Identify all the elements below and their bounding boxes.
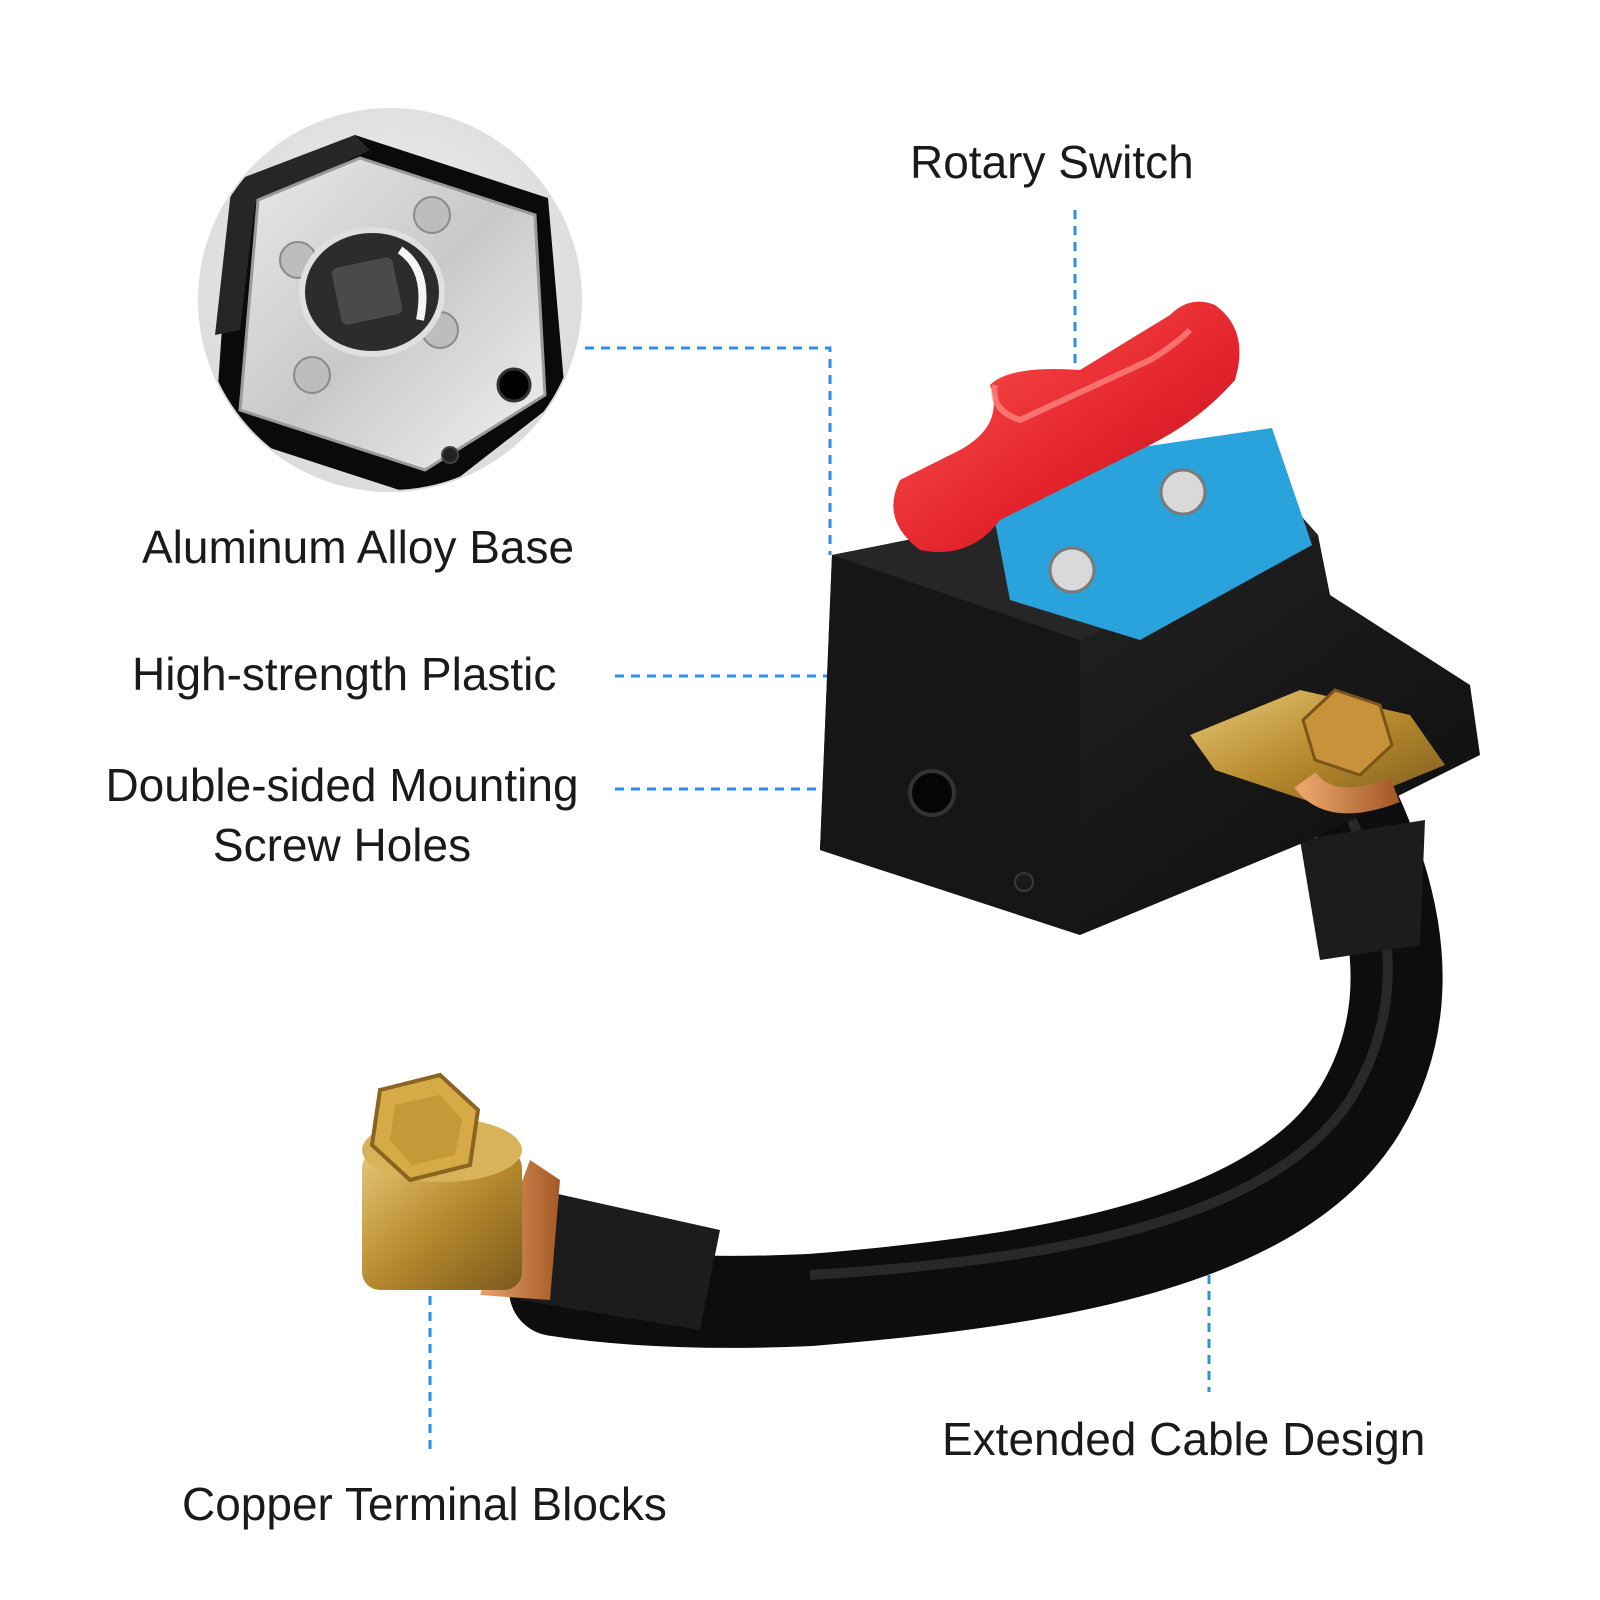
terminal-nut-icon xyxy=(1301,688,1394,777)
label-aluminum-alloy-base: Aluminum Alloy Base xyxy=(142,521,575,573)
label-rotary-switch: Rotary Switch xyxy=(910,136,1194,188)
label-mounting-screw-holes: Double-sided Mounting Screw Holes xyxy=(82,756,602,876)
leader-line-aluminum-base xyxy=(585,346,832,555)
panel-screw-icon xyxy=(1159,468,1207,516)
copper-terminal-block xyxy=(362,1072,560,1300)
label-mounting-line-2: Screw Holes xyxy=(212,818,472,871)
heat-shrink-sleeve xyxy=(520,1190,720,1330)
rivet-icon xyxy=(293,356,331,394)
label-copper-terminal-blocks: Copper Terminal Blocks xyxy=(182,1478,667,1530)
cable xyxy=(509,744,1443,1348)
mounting-hole-icon xyxy=(908,769,956,817)
brass-sleeve xyxy=(362,1150,522,1290)
panel-screw-icon xyxy=(1048,546,1096,594)
heat-shrink-sleeve xyxy=(1300,820,1425,960)
aluminum-base-inset xyxy=(198,108,582,492)
label-mounting-line-1: Double-sided Mounting xyxy=(105,759,579,811)
screw-hole-icon xyxy=(496,367,532,403)
label-high-strength-plastic: High-strength Plastic xyxy=(132,648,557,700)
rivet-icon xyxy=(413,196,451,234)
label-extended-cable-design: Extended Cable Design xyxy=(942,1413,1426,1465)
rotary-knob xyxy=(893,301,1240,552)
